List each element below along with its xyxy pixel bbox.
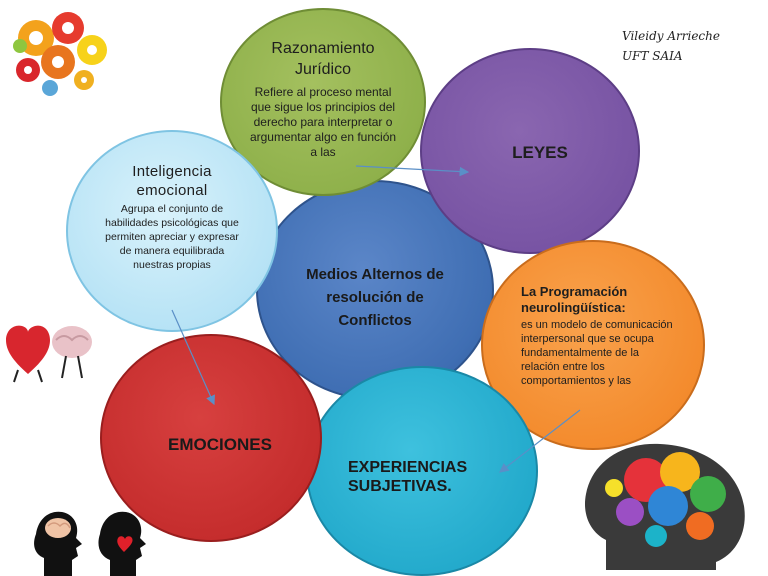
programacion-title: La Programación neurolingüística:	[521, 284, 628, 315]
silhouettes-icon	[34, 511, 146, 576]
center-title: Medios Alternos de resolución de Conflic…	[306, 265, 444, 329]
programacion-description: es un modelo de comunicación interperson…	[521, 319, 673, 387]
heart-brain-icon	[6, 325, 92, 383]
inteligencia-node: Inteligencia emocional Agrupa el conjunt…	[66, 130, 278, 332]
leyes-node: LEYES	[420, 48, 640, 254]
colorful-head-icon	[584, 443, 745, 570]
emociones-node: EMOCIONES	[100, 334, 322, 542]
inteligencia-description: Agrupa el conjunto de habilidades psicol…	[105, 203, 239, 271]
experiencias-title: EXPERIENCIAS SUBJETIVAS.	[348, 459, 468, 495]
author-credit: Vileidy Arrieche UFT SAIA	[622, 26, 720, 66]
author-name: Vileidy Arrieche	[622, 29, 720, 43]
emociones-title: EMOCIONES	[168, 435, 272, 454]
brain-gears-icon	[13, 12, 107, 96]
razonamiento-title: Razonamiento Jurídico	[271, 40, 375, 78]
inteligencia-title: Inteligencia emocional	[132, 163, 212, 199]
razonamiento-node: Razonamiento Jurídico Refiere al proceso…	[220, 8, 426, 196]
experiencias-node: EXPERIENCIAS SUBJETIVAS.	[306, 366, 538, 576]
author-org: UFT SAIA	[622, 49, 683, 63]
razonamiento-description: Refiere al proceso mental que sigue los …	[249, 85, 397, 159]
leyes-title: LEYES	[512, 143, 568, 162]
